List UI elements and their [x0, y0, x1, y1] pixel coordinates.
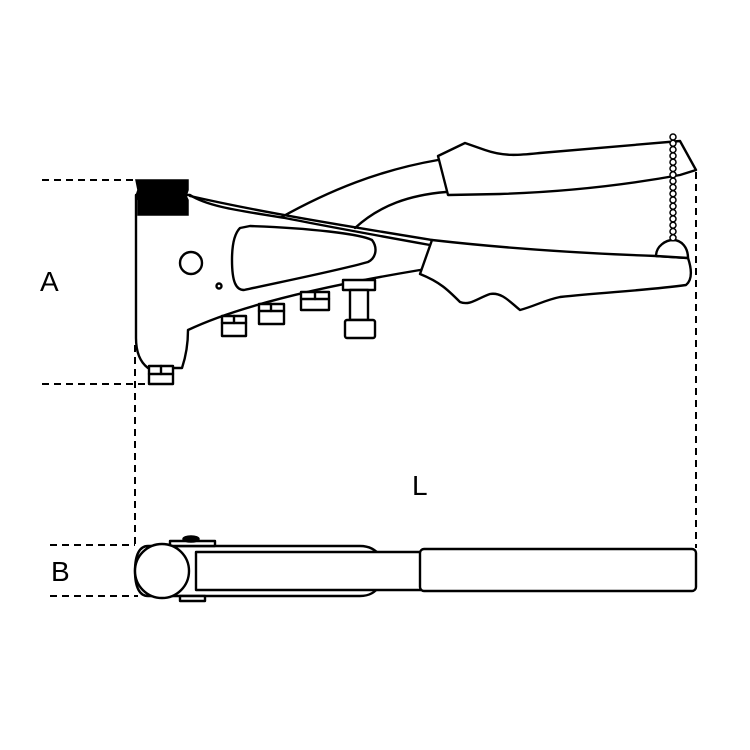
pivot-hole-icon — [178, 250, 204, 276]
riveter-top-view — [133, 535, 698, 603]
wrench-bottom — [343, 318, 377, 340]
dimension-label-b: B — [51, 556, 70, 587]
dimension-label-a: A — [40, 266, 59, 297]
top-clip-screw — [182, 535, 200, 543]
small-hole-icon — [215, 282, 223, 290]
top-view-round-head — [133, 542, 191, 600]
wrench-shaft — [348, 288, 370, 322]
nosepiece-cap — [135, 179, 189, 216]
body-window — [230, 224, 377, 292]
lower-grip — [418, 238, 692, 312]
dimension-lines — [42, 172, 697, 597]
lower-arm-top — [188, 194, 434, 242]
upper-arm — [278, 158, 440, 220]
top-view-arm — [194, 550, 428, 592]
spare-nozzles — [220, 278, 377, 340]
wrench-top — [341, 278, 377, 292]
upper-grip — [436, 139, 698, 197]
ball-chain — [654, 133, 690, 260]
dimension-label-l: L — [412, 470, 428, 501]
top-view-grip — [418, 547, 698, 593]
upper-arm-inner — [353, 190, 448, 230]
riveter-side-view — [134, 133, 698, 386]
bottom-clip — [178, 594, 207, 603]
